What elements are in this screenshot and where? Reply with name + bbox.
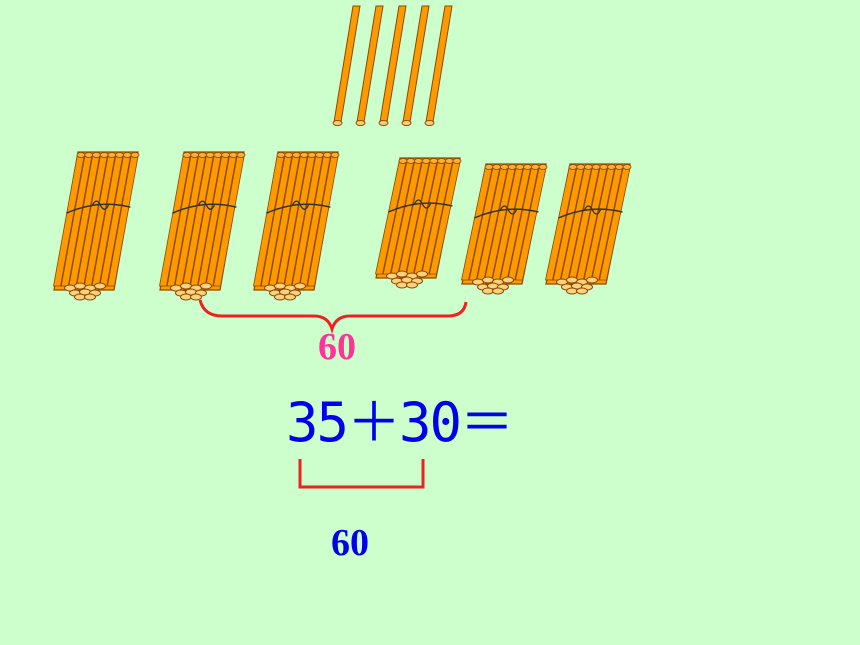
stick-bundles-group [53, 151, 632, 301]
stick-bundle [159, 151, 246, 301]
stick-bundle [53, 151, 140, 301]
loose-stick [424, 5, 453, 126]
square-bracket [298, 459, 425, 489]
loose-sticks-group [332, 5, 453, 126]
loose-stick [332, 5, 361, 126]
stick-bundle [253, 151, 340, 301]
bracket-sum-label: 60 [331, 522, 369, 564]
brace-sum-label: 60 [318, 326, 356, 368]
curly-brace [198, 299, 468, 335]
loose-stick [355, 5, 384, 126]
stick-bundle [545, 163, 632, 295]
stick-bundle [461, 163, 548, 295]
loose-stick [378, 5, 407, 126]
equation-text: 35＋30＝ [286, 391, 514, 454]
stick-bundle [375, 157, 462, 289]
loose-stick [401, 5, 430, 126]
